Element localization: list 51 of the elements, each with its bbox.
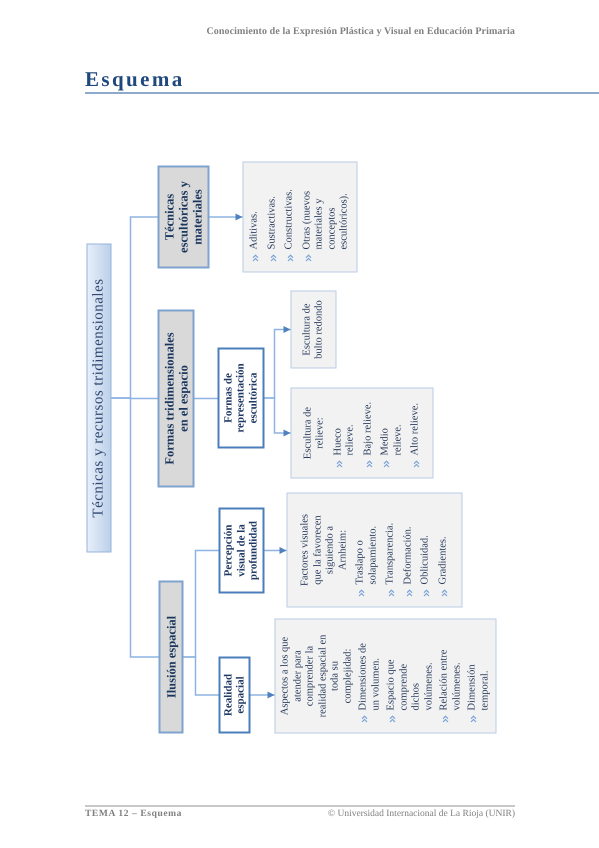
arrow <box>264 546 286 554</box>
subcategory-box <box>218 507 264 593</box>
list-box <box>242 161 357 272</box>
connector-line <box>183 656 218 696</box>
topic-title: Técnicas y recursos tridimensionales <box>90 278 107 518</box>
list-item: Oblicuidad. <box>419 534 431 584</box>
list-box <box>290 387 433 478</box>
list-item: Traslapo o solapamiento. <box>354 524 379 584</box>
category-title: Técnicas escultóricas y materiales <box>162 180 204 255</box>
list-text: Escultura de bulto redondo <box>300 298 325 360</box>
category-box <box>157 165 209 268</box>
copyright-text: © Universidad Internacional de La Rioja (UNIR) <box>328 809 515 819</box>
subcategory-box <box>218 656 250 733</box>
list-item: Sustractivas. <box>266 194 278 249</box>
running-header: Conocimiento de la Expresión Plástica y Visual en Educación Primaria <box>206 26 515 37</box>
list-item: Espacio que comprende dichos volúmenes. <box>385 658 434 710</box>
list-intro: Factores visuales que la favorecen siguiendo a Arnheim: <box>299 512 348 588</box>
page-title: Esquema <box>85 67 185 91</box>
list-item: Hueco relieve. <box>332 422 356 455</box>
list-item: Relación entre volúmenes. <box>438 648 462 710</box>
list-intro: Escultura de relieve: <box>302 405 326 461</box>
list-item: Aditivas. <box>248 210 260 249</box>
subcategory-title: Realidad espacial <box>222 672 246 718</box>
category-title: Ilusión espacial <box>164 615 178 698</box>
list-intro: Aspectos a los que atender para comprender la realidad espacial en toda su complejidad: <box>279 633 354 718</box>
list-item: Alto relieve. <box>409 402 421 455</box>
list-item: Otras (nuevos materiales y conceptos escultóricos). <box>300 189 350 249</box>
list-item: Transparencia. <box>384 521 396 584</box>
list-box <box>274 618 496 733</box>
category-title: Formas tridimensionales en el espacio <box>162 330 190 466</box>
arrow <box>264 396 290 436</box>
list-item: Dimensiones de un volumen. <box>357 642 382 710</box>
list-item: Bajo relieve. <box>362 400 374 455</box>
subcategory-box <box>217 347 264 448</box>
list-item: Gradientes. <box>436 534 448 584</box>
category-box <box>158 580 183 733</box>
list-item: Constructivas. <box>283 188 296 249</box>
list-box <box>286 492 462 607</box>
list-box <box>290 290 336 368</box>
arrow <box>250 691 274 698</box>
footer-text: TEMA 12 – Esquema <box>85 809 182 819</box>
topic-box <box>86 243 111 552</box>
subcategory-title: Formas de representación escultórica <box>222 362 260 434</box>
list-item: Dimensión temporal. <box>466 662 491 710</box>
list-item: Medio relieve. <box>379 422 404 455</box>
connector-line <box>194 397 217 399</box>
subcategory-title: Percepción visual de la profundidad <box>222 519 260 582</box>
list-item: Deformación. <box>402 524 414 584</box>
arrow <box>209 213 242 220</box>
category-box <box>157 309 194 487</box>
connector-line <box>111 396 158 658</box>
